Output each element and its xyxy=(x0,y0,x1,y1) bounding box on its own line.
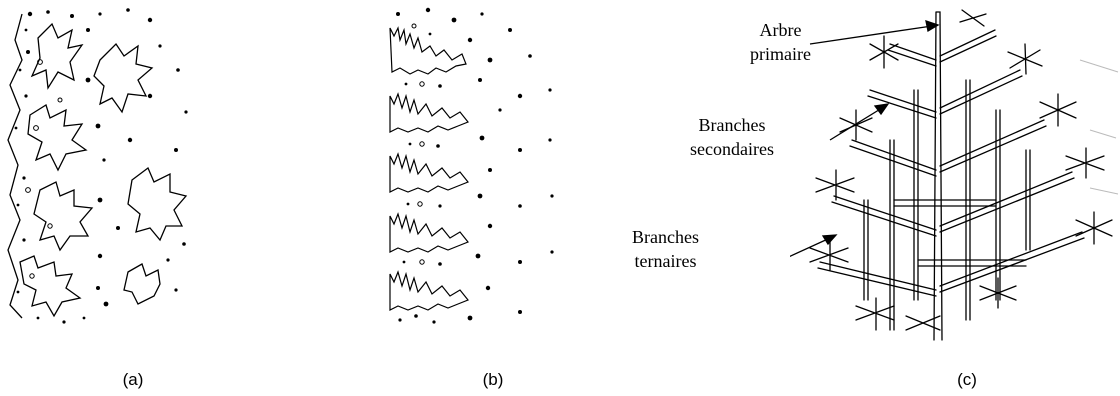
crystal-a4 xyxy=(19,255,82,318)
ternary-stars xyxy=(809,9,1113,331)
panel-a-svg xyxy=(7,8,188,324)
particles-b xyxy=(396,7,554,324)
dendrite-columns-b xyxy=(389,26,469,311)
particles-a xyxy=(14,8,188,324)
label-primary-line1: Arbre xyxy=(759,20,802,40)
hollow-particles-b xyxy=(411,23,425,265)
panel-a-diagram xyxy=(0,0,210,340)
crystal-a2 xyxy=(27,104,88,172)
label-ternary-branches: Branches ternaires xyxy=(632,225,699,273)
arrow-secondary xyxy=(829,107,883,141)
wall-front-a xyxy=(7,13,23,319)
panel-c-diagram xyxy=(790,0,1120,360)
caption-b: (b) xyxy=(482,370,504,389)
hollow-particles-a xyxy=(25,59,63,279)
annotation-arrows xyxy=(790,20,940,258)
crystal-a6 xyxy=(127,166,188,242)
label-secondary-line2: secondaires xyxy=(690,139,774,159)
crystal-a5 xyxy=(93,42,154,114)
panel-b-diagram xyxy=(370,0,590,340)
faint-marks xyxy=(1079,59,1119,195)
dendrite-tree xyxy=(809,9,1113,341)
label-ternary-line1: Branches xyxy=(632,227,699,247)
arrow-ternary xyxy=(790,237,831,258)
crystal-a3 xyxy=(33,181,94,252)
arrow-primary xyxy=(809,25,933,45)
caption-c: (c) xyxy=(957,370,977,389)
caption-a: (a) xyxy=(122,370,144,389)
label-primary-line2: primaire xyxy=(750,44,811,64)
label-secondary-line1: Branches xyxy=(698,115,766,135)
label-ternary-line2: ternaires xyxy=(634,251,697,271)
crystal-a1 xyxy=(30,22,84,90)
panel-b-svg xyxy=(389,7,554,324)
panel-c-svg xyxy=(790,9,1119,341)
label-secondary-branches: Branches secondaires xyxy=(690,113,774,161)
crystal-a7 xyxy=(123,263,161,305)
label-primary-trunk: Arbre primaire xyxy=(750,18,811,66)
